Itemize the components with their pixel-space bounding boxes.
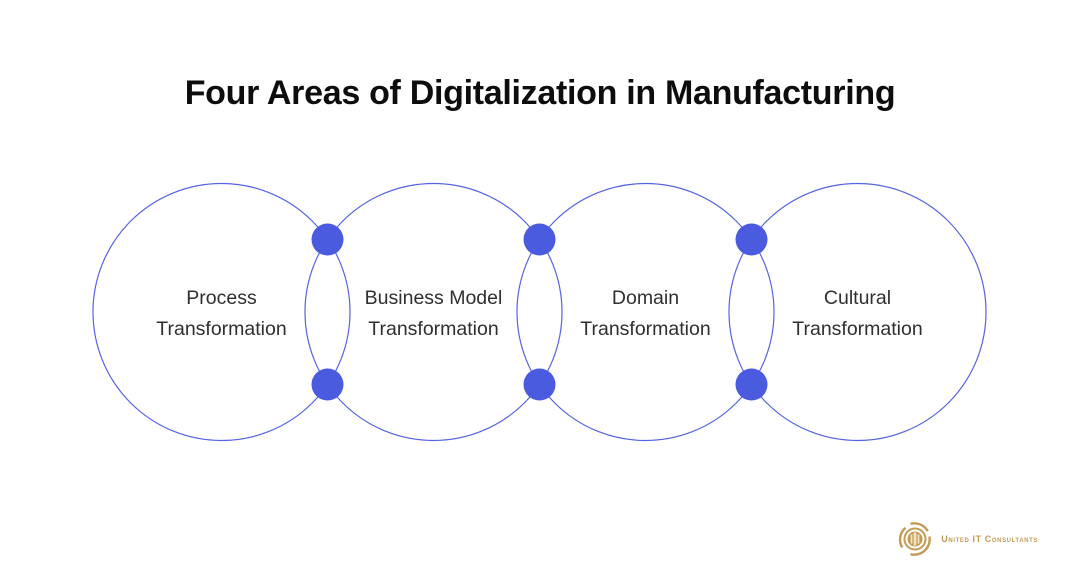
circle-label-line: Process (186, 287, 257, 309)
circle-label-line: Domain (611, 287, 680, 309)
circle-label-line: Transformation (792, 318, 923, 340)
intersection-dot (735, 368, 768, 401)
intersection-dot (311, 223, 344, 256)
circle-outline-business-model (304, 182, 563, 442)
united-it-consultants-logo-icon (899, 522, 932, 556)
brand-logo-text: United IT Consultants (941, 534, 1038, 544)
circle-label-process: Process Transformation (112, 283, 332, 345)
circle-outline-domain (516, 182, 775, 442)
page-title: Four Areas of Digitalization in Manufact… (184, 74, 896, 112)
intersection-dot (311, 368, 344, 401)
intersection-dot (735, 223, 768, 256)
circle-label-cultural: Cultural Transformation (748, 283, 968, 345)
brand-logo: United IT Consultants (896, 520, 1038, 558)
circle-label-domain: Domain Transformation (536, 283, 756, 345)
intersection-dot (523, 368, 556, 401)
circle-label-line: Business Model (364, 287, 503, 309)
circle-outline-cultural (728, 182, 987, 442)
circle-label-line: Transformation (368, 318, 499, 340)
circle-label-line: Transformation (156, 318, 287, 340)
intersection-dot (523, 223, 556, 256)
circle-label-line: Cultural (823, 287, 892, 309)
circle-outline-process (92, 182, 351, 442)
circle-label-line: Transformation (580, 318, 711, 340)
circle-label-business-model: Business Model Transformation (324, 283, 544, 345)
